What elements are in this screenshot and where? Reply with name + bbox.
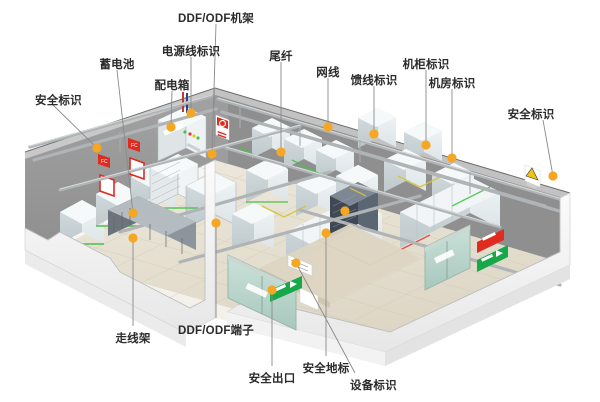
label-safety-ground: 安全地标 (302, 363, 350, 375)
no-entry-sign (215, 114, 230, 141)
label-cabinet-tag: 机柜标识 (402, 59, 450, 71)
label-device-tag: 设备标识 (350, 380, 397, 392)
fire-sign-mid: FC (128, 138, 140, 152)
label-distribution-box: 配电箱 (154, 80, 190, 92)
cable-tray-system (28, 94, 568, 287)
exit-sign-green-right (477, 245, 508, 272)
marker-dots (92, 108, 558, 295)
label-power-cable-tag: 电源线标识 (161, 46, 221, 58)
warning-triangle-sign (524, 164, 541, 189)
glass-door-right[interactable] (424, 224, 471, 291)
svg-text:FC: FC (131, 143, 138, 149)
svg-text:FC: FC (101, 159, 108, 165)
label-network-cable: 网线 (316, 67, 340, 79)
cabinet-row-c (400, 177, 500, 248)
front-parapet-left (24, 159, 216, 347)
label-ddf-odf-rack: DDF/ODF机架 (178, 13, 254, 25)
fire-strip-sign (477, 229, 504, 253)
glass-door-front[interactable] (227, 254, 319, 331)
label-safety-exit: 安全出口 (248, 373, 296, 385)
label-room-tag: 机房标识 (428, 78, 476, 90)
label-feeder-tag: 馈线标识 (350, 75, 398, 87)
cable-rack-trough (108, 196, 196, 254)
leader-lines (51, 23, 554, 374)
label-safety-tag-right: 安全标识 (507, 109, 555, 121)
label-cable-rack: 走线架 (115, 333, 151, 345)
label-pigtail: 尾纤 (269, 51, 293, 63)
label-ddf-odf-term: DDF/ODF端子 (178, 325, 254, 337)
exit-sign-green-front (270, 276, 302, 302)
label-battery: 蓄电池 (99, 59, 135, 71)
label-safety-tag-left: 安全标识 (35, 95, 82, 107)
fire-sign-left: FC (98, 154, 110, 168)
